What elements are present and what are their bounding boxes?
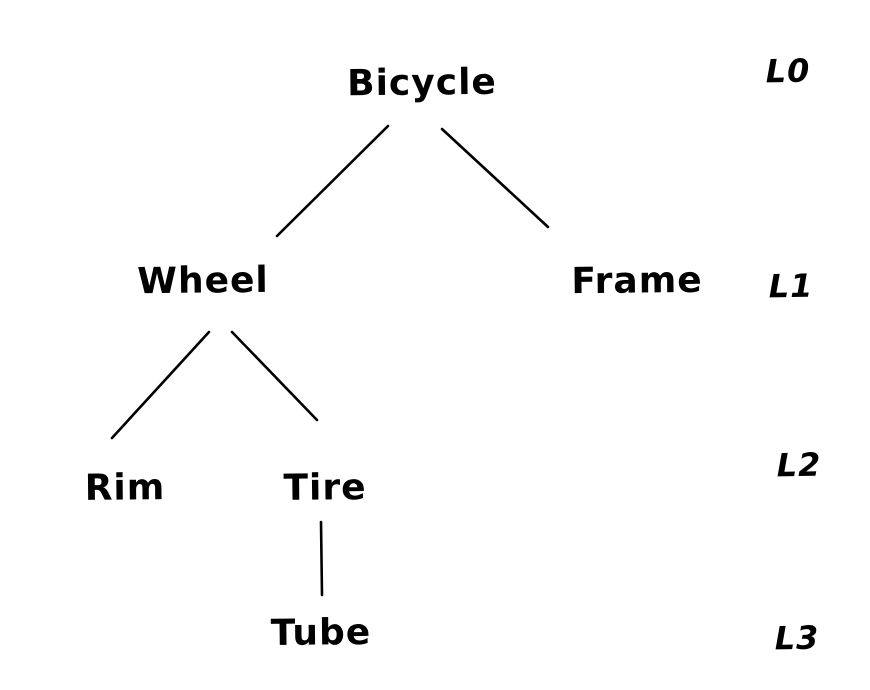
edge-wheel-tire bbox=[230, 330, 319, 422]
edge-bicycle-frame bbox=[440, 127, 550, 229]
level-label-l1: L1 bbox=[768, 266, 814, 306]
level-label-l2: L2 bbox=[776, 445, 822, 485]
level-label-l0: L0 bbox=[765, 51, 811, 91]
tree-node-wheel: Wheel bbox=[137, 259, 269, 303]
edge-wheel-rim bbox=[110, 330, 211, 440]
tree-node-bicycle: Bicycle bbox=[346, 61, 498, 105]
tree-node-frame: Frame bbox=[571, 259, 703, 303]
edge-bicycle-wheel bbox=[275, 124, 390, 238]
edge-tire-tube bbox=[319, 520, 324, 597]
tree-node-tube: Tube bbox=[270, 611, 372, 655]
tree-node-tire: Tire bbox=[283, 467, 367, 509]
level-label-l3: L3 bbox=[774, 618, 820, 658]
tree-node-rim: Rim bbox=[84, 467, 166, 509]
